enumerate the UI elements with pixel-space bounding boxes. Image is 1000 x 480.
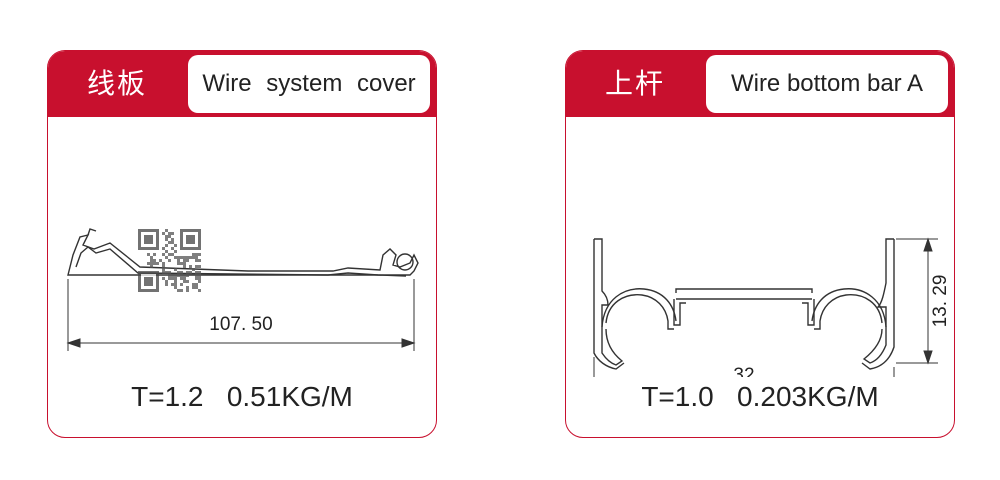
english-title-box: Wire system cover [188,55,430,113]
dimension-line [66,279,416,351]
product-card-wire-system-cover: 线板 Wire system cover 107. 50 T=1.2 0.51K… [47,50,437,438]
qr-code-watermark-icon [138,229,201,292]
product-title-english: Wire bottom bar A [730,70,924,97]
profile-outline [593,238,895,370]
english-title-box: Wire bottom bar A [706,55,948,113]
profile-drawing: 32 13. 29 [593,237,951,377]
spec-thickness-weight: T=1.2 0.51KG/M [131,381,353,412]
card-header: 线板 Wire system cover [48,51,436,117]
width-dimension-line [593,357,895,377]
product-card-wire-bottom-bar-a: 上杆 Wire bottom bar A [565,50,955,438]
profile-outline [67,228,419,277]
product-title-english: Wire system cover [202,70,416,97]
profile-drawing: 107. 50 [66,228,419,351]
card-header: 上杆 Wire bottom bar A [566,51,954,117]
width-dimension-label: 32 [733,365,754,377]
height-dimension-line [896,237,938,365]
product-title-chinese: 线板 [86,67,147,100]
dimension-label: 107. 50 [209,314,272,335]
product-title-chinese: 上杆 [604,67,665,100]
spec-thickness-weight: T=1.0 0.203KG/M [641,381,879,412]
height-dimension-label: 13. 29 [930,275,951,328]
